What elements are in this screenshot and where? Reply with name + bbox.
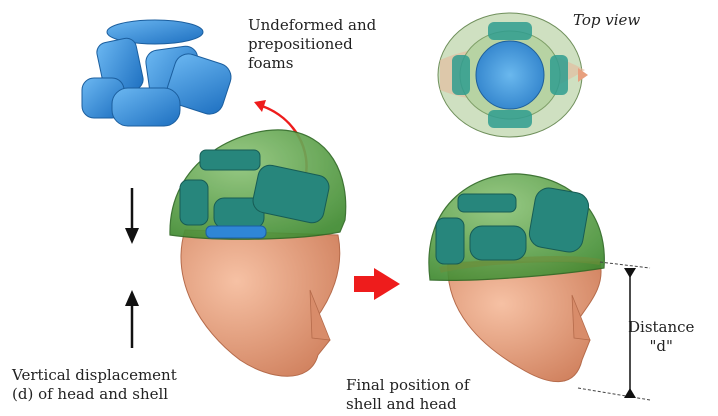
left-shell <box>170 130 346 239</box>
undeformed-line-2: prepositioned <box>248 35 376 54</box>
top-view-label: Top view <box>573 11 640 30</box>
distance-line-2: "d" <box>628 337 694 356</box>
undeformed-line-3: foams <box>248 54 376 73</box>
final-line-2: shell and head <box>346 395 469 414</box>
down-arrow-icon <box>125 188 139 244</box>
distance-label: Distance "d" <box>628 318 694 356</box>
final-line-1: Final position of <box>346 376 469 395</box>
left-head <box>181 230 340 376</box>
right-shell <box>429 174 604 280</box>
red-right-arrow-icon <box>354 268 400 300</box>
distance-line-1: Distance <box>628 318 694 337</box>
up-arrow-icon <box>125 290 139 348</box>
undeformed-line-1: Undeformed and <box>248 16 376 35</box>
undeformed-foams-label: Undeformed and prepositioned foams <box>248 16 376 73</box>
top-view-helmet <box>438 13 588 137</box>
vertical-line-1: Vertical displacement <box>12 366 177 385</box>
undeformed-foams <box>82 20 235 126</box>
vertical-line-2: (d) of head and shell <box>12 385 177 404</box>
final-position-label: Final position of shell and head <box>346 376 469 414</box>
vertical-displacement-label: Vertical displacement (d) of head and sh… <box>12 366 177 404</box>
